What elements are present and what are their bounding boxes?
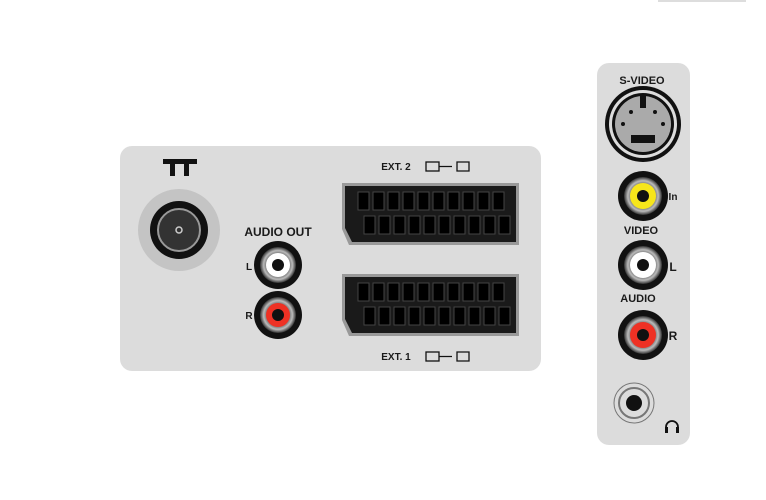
scart-pin — [498, 215, 511, 235]
scart-pin — [498, 306, 511, 326]
side-connector-panel: S-VIDEO In VIDEO L AUDIO — [597, 63, 690, 445]
scart-pin — [393, 215, 406, 235]
scart-pin — [378, 306, 391, 326]
scart-pin — [492, 282, 505, 302]
scart-pin — [477, 282, 490, 302]
r-label: R — [669, 329, 678, 343]
antenna-socket[interactable] — [138, 189, 220, 271]
scart-pin — [483, 306, 496, 326]
scart-pin — [468, 215, 481, 235]
scart-pin — [387, 282, 400, 302]
in-label: In — [669, 192, 678, 203]
scart-pin — [438, 306, 451, 326]
ext1-label: EXT. 1 — [381, 352, 411, 363]
headphone-jack[interactable] — [613, 382, 655, 424]
video-in-jack[interactable] — [618, 171, 668, 221]
scart-pin — [357, 282, 370, 302]
scart-pin — [393, 306, 406, 326]
headphone-icon — [665, 420, 679, 433]
scart-pin — [468, 306, 481, 326]
scart-pin — [423, 215, 436, 235]
scart-pin — [423, 306, 436, 326]
audio-left-jack[interactable] — [618, 240, 668, 290]
scart-pin — [492, 191, 505, 211]
audio-right-jack[interactable] — [618, 310, 668, 360]
scart-pin — [477, 191, 490, 211]
scart-pin — [363, 306, 376, 326]
top-edge-line — [658, 0, 746, 2]
scart-pin — [372, 282, 385, 302]
audio-out-label: AUDIO OUT — [244, 225, 312, 239]
av-out-icon — [439, 351, 470, 362]
audio-out-l-label: L — [246, 262, 252, 273]
scart-pins — [357, 191, 511, 326]
l-label: L — [669, 260, 676, 274]
video-label: VIDEO — [624, 225, 659, 237]
scart-pin — [447, 191, 460, 211]
scart-pin — [408, 215, 421, 235]
av-in-out-icons-ext1 — [425, 351, 470, 362]
svideo-socket[interactable] — [605, 86, 681, 162]
scart-pin — [408, 306, 421, 326]
scart-pin — [417, 191, 430, 211]
scart-pin — [402, 191, 415, 211]
scart-pin — [453, 306, 466, 326]
scart-pin — [462, 191, 475, 211]
audio-out-r-label: R — [245, 311, 253, 322]
scart-pin — [378, 215, 391, 235]
scart-pin — [447, 282, 460, 302]
av-out-icon — [439, 161, 470, 172]
scart-pin — [363, 215, 376, 235]
av-in-out-icons-ext2 — [425, 161, 470, 172]
scart-pin — [462, 282, 475, 302]
scart-pin — [432, 191, 445, 211]
scart-pin — [417, 282, 430, 302]
scart-pin — [387, 191, 400, 211]
audio-out-right-jack[interactable] — [254, 291, 302, 339]
antenna-t-icon — [163, 159, 197, 176]
ext2-label: EXT. 2 — [381, 162, 411, 173]
scart-pin — [372, 191, 385, 211]
audio-label: AUDIO — [620, 293, 656, 305]
audio-out-left-jack[interactable] — [254, 241, 302, 289]
scart-pin — [357, 191, 370, 211]
scart-pin — [453, 215, 466, 235]
scart-pin — [483, 215, 496, 235]
svideo-label: S-VIDEO — [619, 75, 665, 87]
scart-pin — [438, 215, 451, 235]
scart-pin — [432, 282, 445, 302]
scart-pin — [402, 282, 415, 302]
rear-connector-panel: AUDIO OUT L R EXT. 2 EXT. 1 — [120, 146, 541, 371]
